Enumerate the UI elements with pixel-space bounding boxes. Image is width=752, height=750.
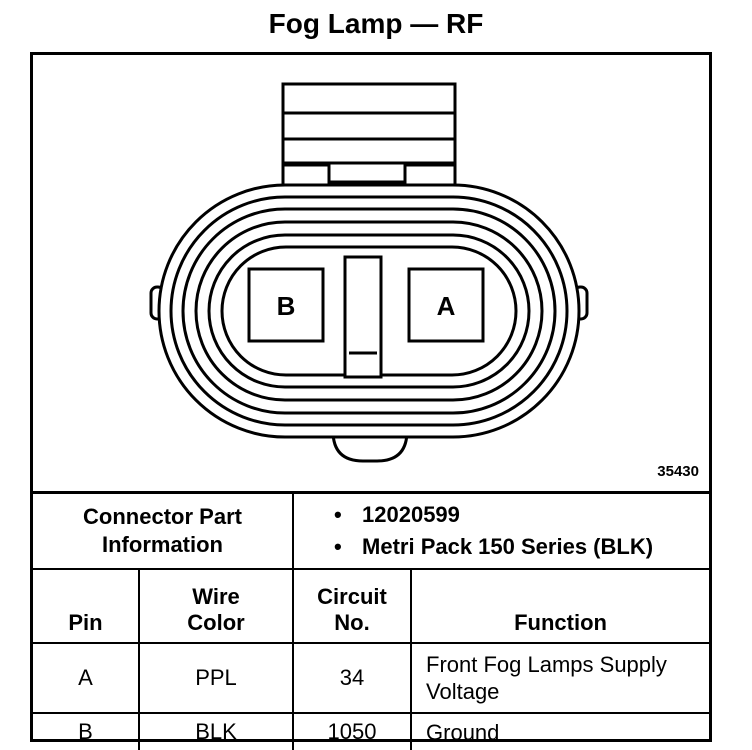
cell-pin: A: [33, 642, 140, 714]
shell-ring: [181, 207, 557, 415]
header-circuit-no: Circuit No.: [292, 568, 413, 644]
cell-circuit: 1050: [292, 712, 413, 750]
cell-wire-color: PPL: [137, 642, 295, 714]
table-header-row: Pin Wire Color Circuit No. Function: [33, 568, 710, 644]
reference-number: 35430: [657, 463, 699, 480]
cell-pin: B: [33, 712, 140, 750]
part-series: •Metri Pack 150 Series (BLK): [334, 534, 654, 559]
pin-cavity-a: [407, 267, 485, 343]
pin-cavity-b: [247, 267, 325, 343]
table-row: A PPL 34 Front Fog Lamps Supply Voltage: [33, 642, 710, 714]
cell-wire-color: BLK: [137, 712, 295, 750]
cell-function: Front Fog Lamps Supply Voltage: [410, 642, 710, 714]
pin-label-b: B: [277, 291, 296, 321]
shell-ring: [169, 195, 569, 427]
connector-info-label: Connector Part Information: [33, 491, 295, 570]
header-function: Function: [410, 568, 710, 644]
shell-ring: [207, 233, 531, 389]
page-title: Fog Lamp — RF: [268, 8, 484, 39]
connector-info-row: Connector Part Information •12020599 •Me…: [33, 491, 710, 570]
header-wire-color: Wire Color: [137, 568, 295, 644]
connector-diagram: B A 35430: [33, 55, 709, 491]
connector-face-drawing: B A: [149, 82, 589, 463]
pin-label-a: A: [437, 291, 456, 321]
connector-info-values: •12020599 •Metri Pack 150 Series (BLK): [292, 491, 710, 570]
cell-circuit: 34: [292, 642, 413, 714]
table-row: B BLK 1050 Ground: [33, 712, 710, 750]
header-pin: Pin: [33, 568, 140, 644]
shell-ring: [194, 220, 544, 402]
part-number: •12020599: [334, 502, 460, 527]
cell-function: Ground: [410, 712, 710, 750]
connector-table: Connector Part Information •12020599 •Me…: [33, 491, 710, 750]
connector-frame: B A 35430 Connector Part Information •12…: [30, 52, 712, 750]
center-key: [343, 255, 383, 379]
